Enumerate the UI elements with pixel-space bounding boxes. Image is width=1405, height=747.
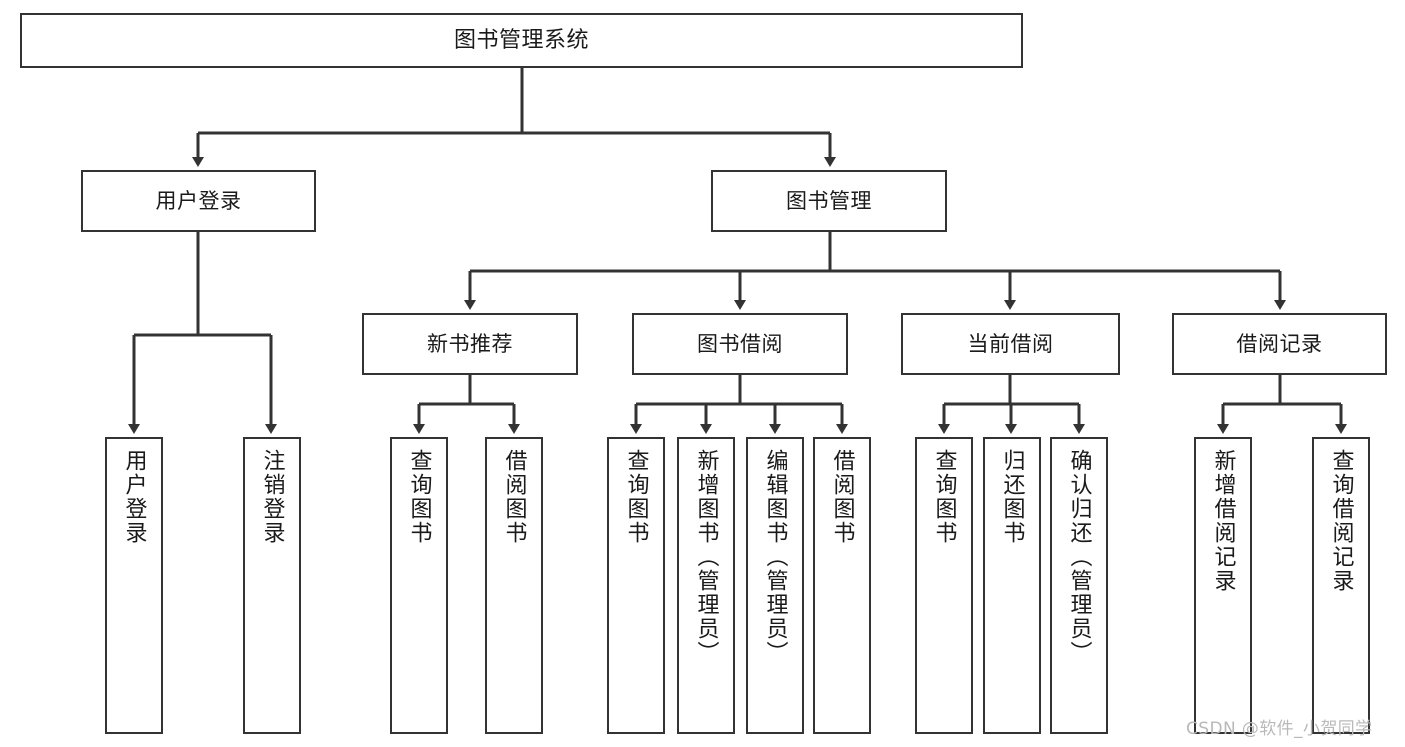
leaf-borrow-book-new-recommend[interactable]: 借阅图书 <box>485 437 543 734</box>
node-label: 新增图书（管理员） <box>693 449 719 665</box>
leaf-query-book-new-recommend[interactable]: 查询图书 <box>390 437 448 734</box>
node-label: 归还图书 <box>999 449 1025 545</box>
node-label: 借阅图书 <box>501 449 527 545</box>
leaf-logout[interactable]: 注销登录 <box>243 437 301 734</box>
node-label: 查询图书 <box>931 449 957 545</box>
leaf-edit-book-admin[interactable]: 编辑图书（管理员） <box>746 437 804 734</box>
leaf-return-book[interactable]: 归还图书 <box>983 437 1041 734</box>
node-label: 新增借阅记录 <box>1210 449 1236 593</box>
node-label: 图书管理 <box>786 188 872 213</box>
leaf-confirm-return-admin[interactable]: 确认归还（管理员） <box>1050 437 1108 734</box>
node-label: 用户登录 <box>121 449 147 545</box>
node-label: 查询图书 <box>406 449 432 545</box>
node-root-system[interactable]: 图书管理系统 <box>20 13 1023 68</box>
node-borrow-record[interactable]: 借阅记录 <box>1172 313 1387 375</box>
node-label: 借阅图书 <box>829 449 855 545</box>
node-label: 用户登录 <box>155 188 242 213</box>
node-label: 新书推荐 <box>427 331 513 356</box>
node-new-book-recommend[interactable]: 新书推荐 <box>362 313 578 375</box>
node-label: 借阅记录 <box>1236 331 1323 356</box>
node-label: 当前借阅 <box>967 331 1054 356</box>
node-label: 确认归还（管理员） <box>1066 449 1092 665</box>
node-label: 图书借阅 <box>697 331 783 356</box>
leaf-query-borrow-record[interactable]: 查询借阅记录 <box>1312 437 1370 734</box>
leaf-user-login[interactable]: 用户登录 <box>105 437 163 734</box>
node-label: 图书管理系统 <box>453 27 589 53</box>
leaf-borrow-book[interactable]: 借阅图书 <box>813 437 871 734</box>
node-user-login[interactable]: 用户登录 <box>81 170 316 232</box>
node-book-borrow[interactable]: 图书借阅 <box>632 313 848 375</box>
leaf-query-book-borrow[interactable]: 查询图书 <box>607 437 665 734</box>
node-label: 编辑图书（管理员） <box>762 449 788 665</box>
node-label: 查询借阅记录 <box>1328 449 1354 593</box>
watermark: CSDN @软件_小贺同学 <box>1186 719 1373 739</box>
leaf-add-borrow-record[interactable]: 新增借阅记录 <box>1194 437 1252 734</box>
node-book-management[interactable]: 图书管理 <box>711 170 947 232</box>
node-label: 注销登录 <box>259 449 285 545</box>
node-label: 查询图书 <box>623 449 649 545</box>
leaf-query-book-current[interactable]: 查询图书 <box>915 437 973 734</box>
leaf-add-book-admin[interactable]: 新增图书（管理员） <box>677 437 735 734</box>
node-current-borrow[interactable]: 当前借阅 <box>901 313 1120 375</box>
